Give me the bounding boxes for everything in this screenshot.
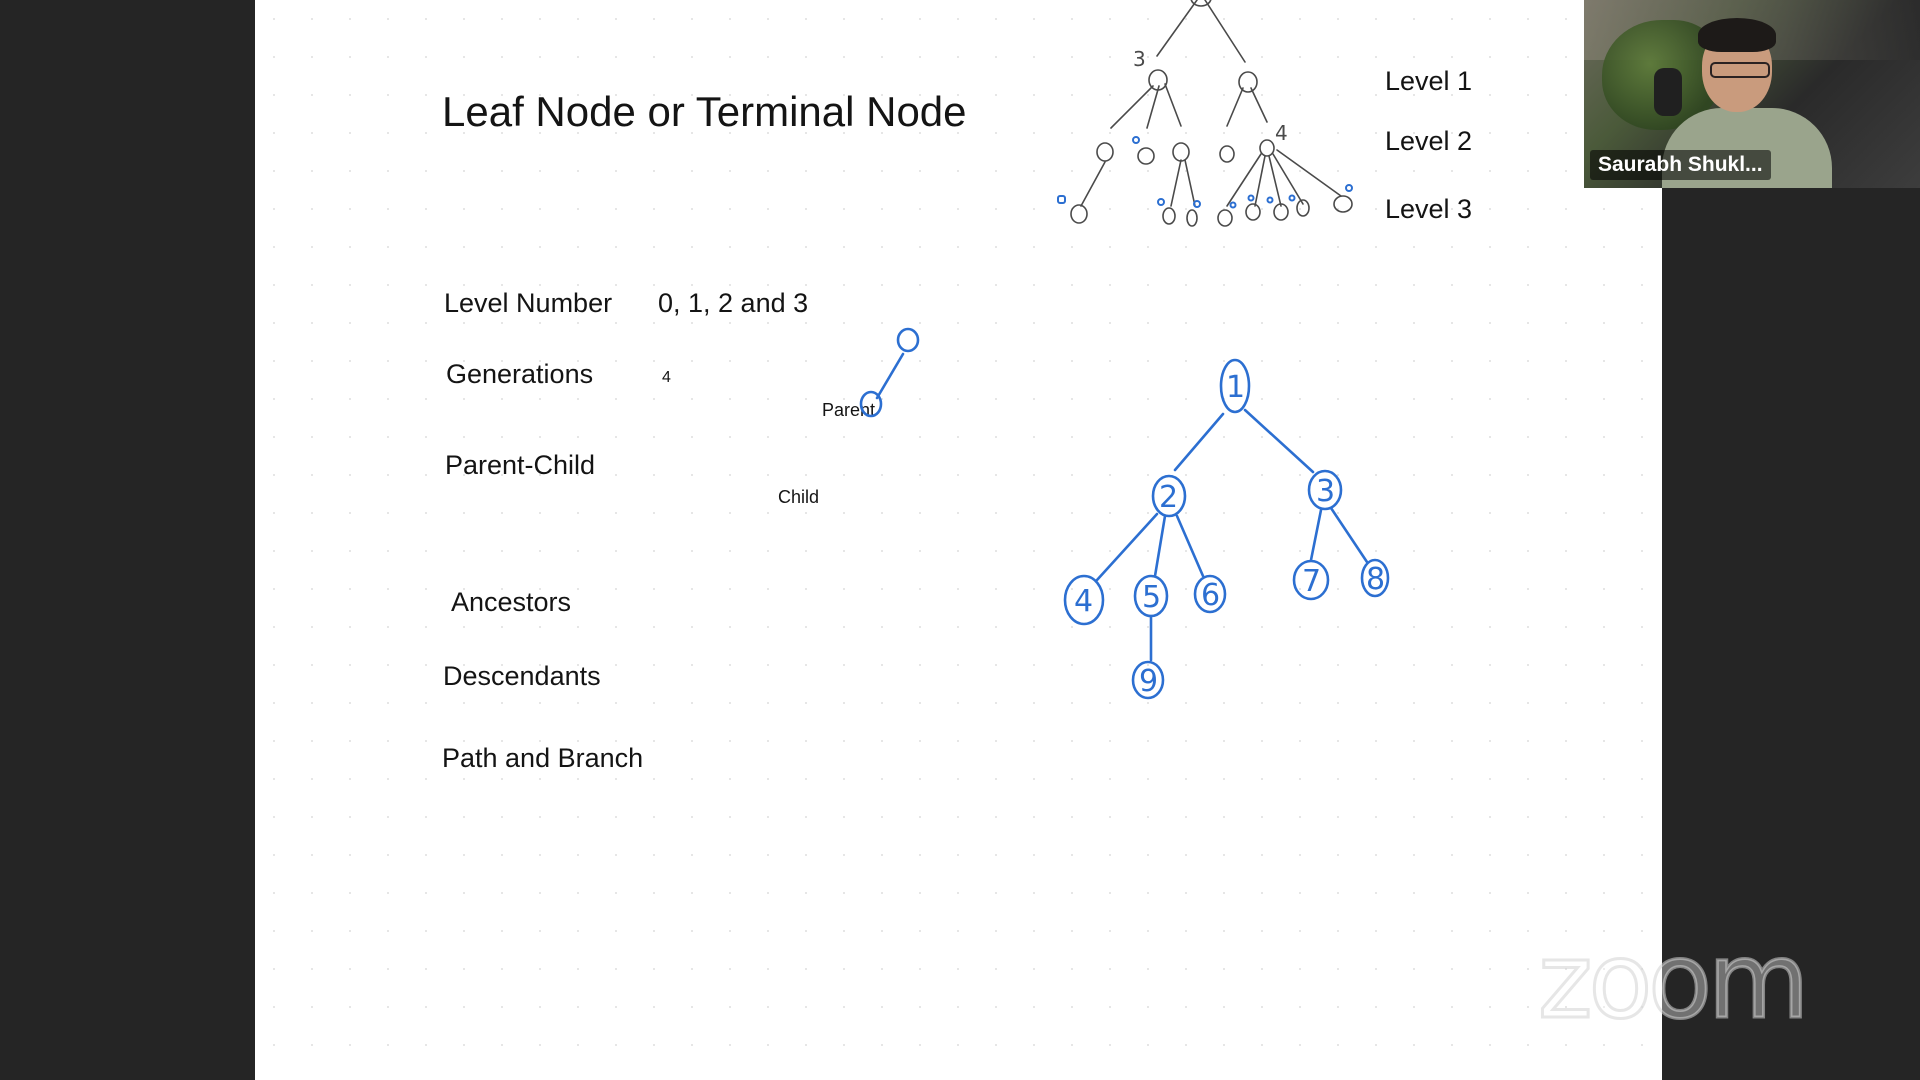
tree-node-6-label: 6 bbox=[1201, 578, 1220, 613]
term-parent-child: Parent-Child bbox=[445, 450, 596, 480]
zoom-logo-watermark: zoom bbox=[1536, 919, 1810, 1044]
tree-node-5-label: 5 bbox=[1142, 580, 1161, 615]
participant-hair bbox=[1698, 18, 1776, 52]
whiteboard-shared-screen: Leaf Node or Terminal Node Level Number … bbox=[255, 0, 1662, 1080]
numbered-tree-labels: 1 2 3 4 5 6 7 8 9 bbox=[1074, 370, 1385, 699]
level-3-label: Level 3 bbox=[1385, 194, 1473, 224]
tree-node-4-label: 4 bbox=[1074, 584, 1093, 619]
parent-child-drawing bbox=[859, 327, 920, 418]
annotation-4: 4 bbox=[1275, 121, 1288, 145]
tree-node-7-label: 7 bbox=[1302, 564, 1321, 599]
participant-glasses bbox=[1710, 62, 1770, 78]
tree-node-2-label: 2 bbox=[1159, 480, 1178, 515]
numbered-tree-nodes bbox=[1063, 358, 1390, 700]
tree-node-3-label: 3 bbox=[1316, 474, 1335, 509]
tree-node-9-label: 9 bbox=[1139, 664, 1158, 699]
example-tree-edges bbox=[1080, 0, 1342, 207]
level-number-value: 0, 1, 2 and 3 bbox=[658, 288, 809, 318]
annotation-3: 3 bbox=[1133, 47, 1146, 71]
level-2-label: Level 2 bbox=[1385, 126, 1473, 156]
level-1-label: Level 1 bbox=[1385, 66, 1473, 96]
tree-node-1-label: 1 bbox=[1226, 370, 1245, 405]
numbered-tree-edges bbox=[1095, 408, 1369, 662]
example-tree-drawing: 3 4 bbox=[859, 0, 1390, 700]
child-label: Child bbox=[778, 487, 820, 507]
microphone-icon bbox=[1654, 68, 1682, 116]
example-tree-leaf-marks bbox=[1057, 136, 1353, 209]
term-ancestors: Ancestors bbox=[451, 587, 572, 617]
participant-name-label: Saurabh Shukl... bbox=[1590, 150, 1771, 180]
slide-title: Leaf Node or Terminal Node bbox=[442, 88, 967, 135]
term-path-and-branch: Path and Branch bbox=[442, 743, 644, 773]
term-descendants: Descendants bbox=[443, 661, 601, 691]
participant-video-tile[interactable]: Saurabh Shukl... bbox=[1584, 0, 1920, 188]
term-generations: Generations bbox=[446, 359, 594, 389]
term-level-number: Level Number bbox=[444, 288, 613, 318]
example-tree-nodes bbox=[1070, 0, 1353, 227]
generations-value: 4 bbox=[662, 369, 671, 386]
tree-node-8-label: 8 bbox=[1366, 562, 1385, 597]
